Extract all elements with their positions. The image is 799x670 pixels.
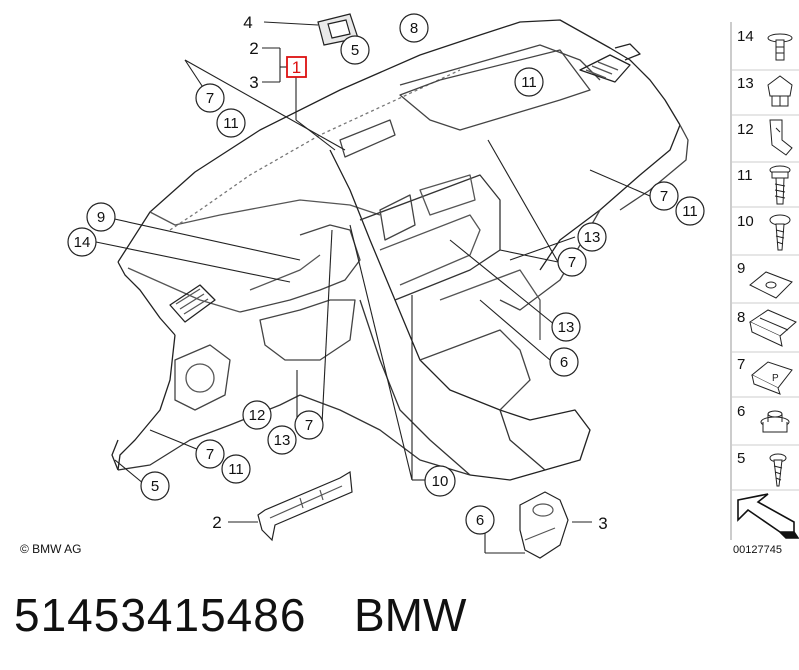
callout-3-lower: 3 (598, 514, 607, 533)
callout-14: 14 (74, 234, 91, 251)
legend-num-5: 5 (737, 450, 745, 467)
callout-11-left: 11 (228, 461, 244, 478)
leader-lines (95, 21, 651, 554)
callout-11-center: 11 (521, 74, 537, 91)
legend-num-12: 12 (737, 121, 754, 138)
tapping-screw-icon (769, 453, 787, 487)
callout-9: 9 (97, 209, 105, 226)
expanding-nut-icon (767, 75, 793, 107)
callout-1-box (286, 56, 307, 78)
callout-3: 3 (249, 73, 258, 92)
oval-head-screw-icon (769, 214, 791, 251)
callout-1: 1 (292, 58, 301, 77)
callout-7-lower: 7 (305, 417, 313, 434)
callout-2-lower: 2 (212, 513, 221, 532)
callout-13-center: 13 (558, 319, 575, 336)
callout-11-right: 11 (682, 203, 698, 220)
dashboard-illustration (111, 19, 689, 481)
callout-7-top: 7 (206, 90, 214, 107)
callout-13-lower: 13 (274, 432, 291, 449)
push-rivet-icon (767, 33, 793, 61)
sheet-metal-nut-icon: P (751, 361, 793, 395)
callout-4: 4 (243, 13, 252, 32)
legend-panel: 14 13 12 11 10 9 8 7 6 5 (730, 22, 799, 556)
callouts: 4 2 3 1 (243, 13, 307, 92)
callout-5-top: 5 (351, 42, 359, 59)
collar-screw-icon (769, 165, 791, 205)
legend-num-14: 14 (737, 28, 754, 45)
legend-num-8: 8 (737, 309, 745, 326)
callout-5-left: 5 (151, 478, 159, 495)
plain-callouts: 2 3 (212, 513, 607, 533)
plastic-nut-icon (760, 410, 790, 433)
legend-num-7: 7 (737, 356, 745, 373)
callout-7-mid: 7 (568, 254, 576, 271)
svg-text:P: P (772, 373, 779, 384)
part-2-bracket (257, 470, 353, 542)
legend-num-13: 13 (737, 75, 754, 92)
callout-circles: 5 8 7 11 11 7 11 13 7 9 14 13 6 12 7 13 … (67, 13, 705, 535)
direction-arrow-icon (737, 493, 799, 539)
spring-nut-icon (749, 271, 793, 299)
callout-13-right: 13 (584, 229, 601, 246)
part-6-3-bracket (519, 491, 569, 559)
callout-6-lower: 6 (476, 512, 484, 529)
brand-name: BMW (354, 589, 467, 641)
callout-10: 10 (432, 473, 449, 490)
parts-diagram: 4 2 3 1 5 8 7 11 11 7 11 13 7 9 14 13 6 … (20, 13, 799, 559)
part-number: 51453415486 (14, 589, 307, 641)
legend-num-9: 9 (737, 260, 745, 277)
callout-6-center: 6 (560, 354, 568, 371)
callout-7-right: 7 (660, 188, 668, 205)
legend-num-11: 11 (737, 167, 753, 184)
copyright: © BMW AG (20, 542, 82, 556)
callout-2: 2 (249, 39, 258, 58)
diagram-id: 00127745 (733, 544, 782, 556)
legend-num-10: 10 (737, 213, 754, 230)
callout-11-top: 11 (223, 115, 239, 132)
legend-num-6: 6 (737, 403, 745, 420)
callout-8: 8 (410, 20, 418, 37)
callout-7-left: 7 (206, 446, 214, 463)
bracket-clip-icon (769, 119, 793, 156)
callout-12: 12 (249, 407, 266, 424)
clip-nut-icon (748, 309, 797, 347)
